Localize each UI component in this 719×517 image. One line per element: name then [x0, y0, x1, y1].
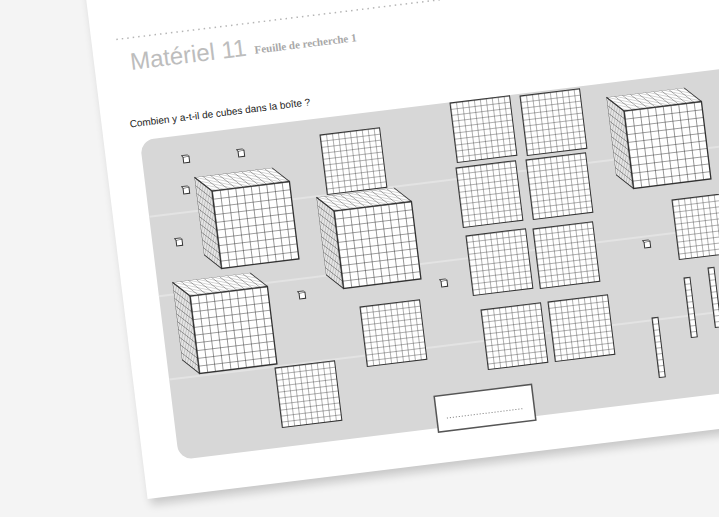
question: Combien y a-t-il de cubes dans la boîte …: [129, 96, 311, 129]
answer-box: [434, 384, 536, 432]
hundred-flats: [275, 89, 719, 428]
ten-rods: [652, 267, 719, 377]
unit-cubes: [174, 149, 650, 299]
text-layer: Matériel 11 Feuille de recherche 1 Combien…: [95, 0, 719, 517]
thousand-cubes: [173, 86, 711, 375]
subtitle: Feuille de recherche 1: [254, 32, 357, 55]
sheet: [75, 0, 719, 505]
sheet-title: Matériel 11: [129, 36, 248, 74]
